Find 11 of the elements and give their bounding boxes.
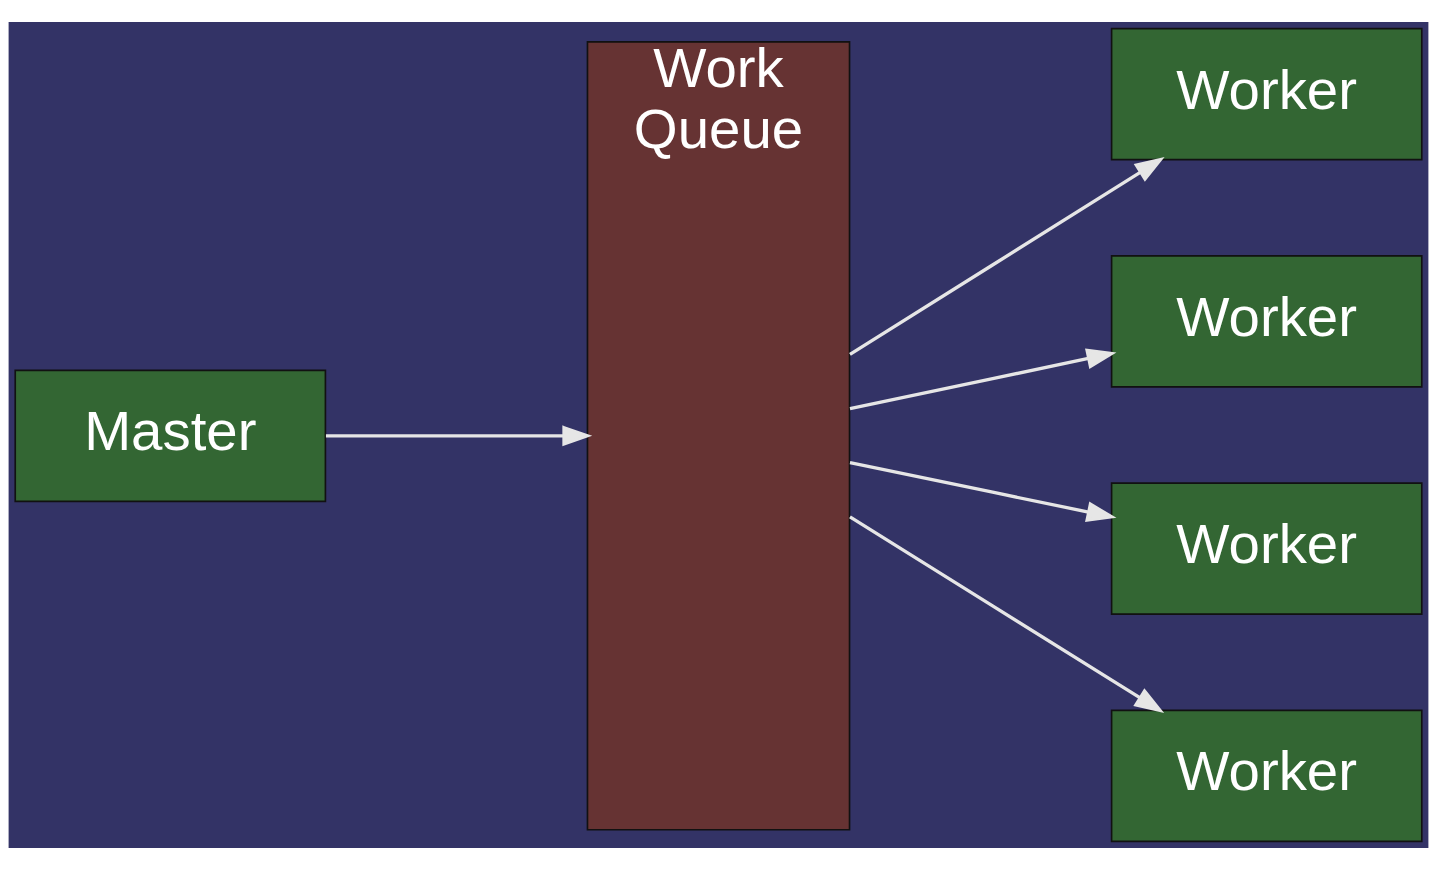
arrow (849, 514, 1165, 713)
arrow (849, 156, 1165, 356)
node-box: Master (14, 369, 327, 502)
node-box: Worker (1110, 709, 1423, 842)
arrow (849, 348, 1117, 410)
arrow (325, 424, 593, 446)
node-box: Worker (1110, 254, 1423, 388)
node-box: Worker (1110, 27, 1423, 160)
node-box: Work Queue (586, 40, 851, 831)
arrow (849, 460, 1117, 522)
node-box: Worker (1110, 481, 1423, 615)
